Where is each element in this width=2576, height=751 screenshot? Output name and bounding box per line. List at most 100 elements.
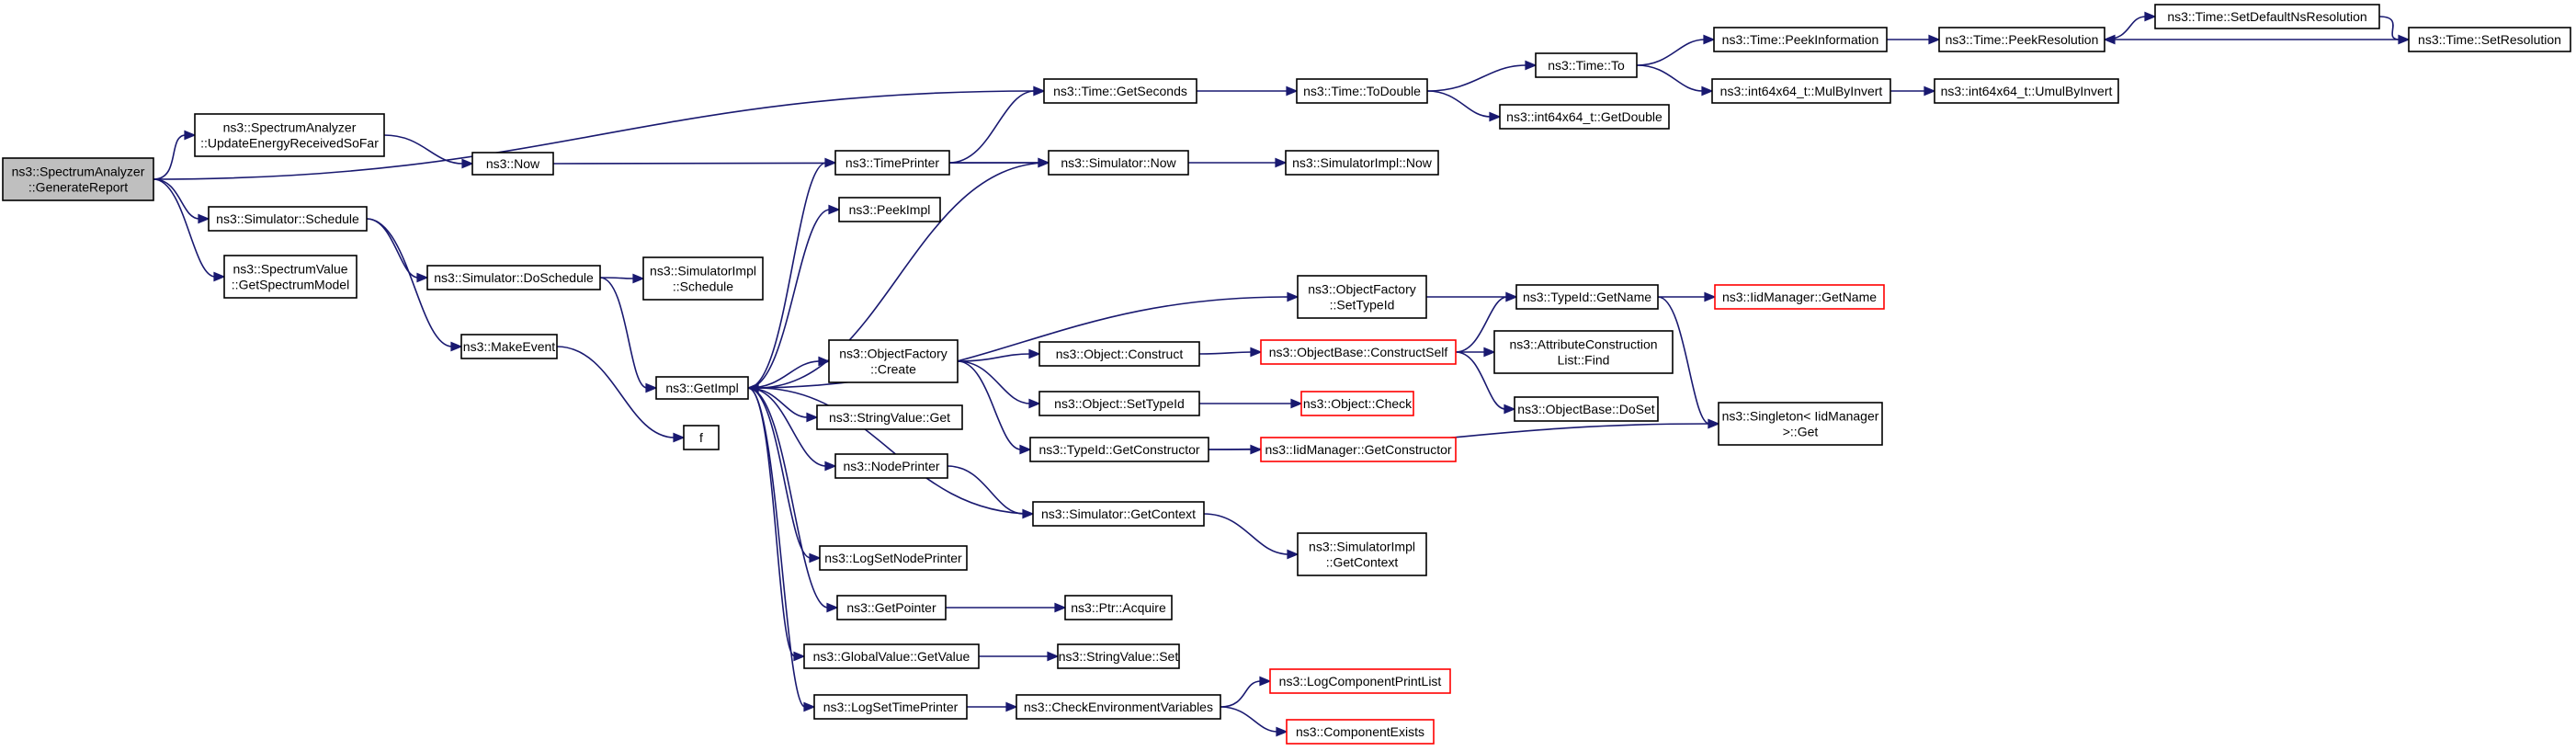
node-box [683, 425, 720, 450]
node-do-schedule[interactable]: ns3::Simulator::DoSchedule [426, 265, 601, 290]
edge-obj-factory-create-to-type-id-get-constructor [957, 360, 1032, 455]
node-box [813, 694, 968, 720]
edge-root-to-get-spectrum-model [153, 178, 226, 282]
node-label: ns3::TimePrinter [845, 155, 940, 170]
node-label: ns3::GetPointer [846, 600, 936, 615]
node-object-base-construct-self[interactable]: ns3::ObjectBase::ConstructSelf [1260, 339, 1457, 365]
node-peek-impl[interactable]: ns3::PeekImpl [838, 197, 941, 222]
node-schedule[interactable]: ns3::Simulator::Schedule [208, 206, 368, 232]
node-update-energy[interactable]: ns3::SpectrumAnalyzer::UpdateEnergyRecei… [194, 113, 385, 157]
node-label: ns3::SpectrumValue [233, 262, 347, 277]
node-label: ns3::Simulator::DoSchedule [434, 270, 594, 285]
node-label: ns3::GlobalValue::GetValue [813, 649, 970, 664]
node-global-value-get-value[interactable]: ns3::GlobalValue::GetValue [803, 643, 980, 669]
node-box [1718, 402, 1883, 446]
node-root[interactable]: ns3::SpectrumAnalyzer::GenerateReport [2, 157, 154, 201]
node-sim-impl-schedule[interactable]: ns3::SimulatorImpl::Schedule [642, 256, 764, 301]
node-object-construct[interactable]: ns3::Object::Construct [1038, 341, 1200, 367]
node-label: ns3::Time::GetSeconds [1053, 84, 1187, 98]
node-string-value-set[interactable]: ns3::StringValue::Set [1057, 643, 1180, 669]
node-get-pointer[interactable]: ns3::GetPointer [836, 595, 947, 620]
node-log-set-node-printer[interactable]: ns3::LogSetNodePrinter [819, 545, 968, 571]
node-label: ns3::Time::PeekResolution [1946, 32, 2099, 47]
node-box [1038, 341, 1200, 367]
node-make-event[interactable]: ns3::MakeEvent [460, 334, 558, 359]
edge-type-id-get-name-to-singleton-get [1657, 296, 1720, 429]
node-component-exists[interactable]: ns3::ComponentExists [1286, 719, 1435, 745]
node-iid-manager-get-constructor[interactable]: ns3::IidManager::GetConstructor [1260, 437, 1457, 462]
node-box [838, 197, 941, 222]
node-box [1535, 52, 1638, 78]
node-box [828, 339, 959, 383]
node-label: ns3::IidManager::GetName [1722, 290, 1877, 304]
node-int64-umul-by-invert[interactable]: ns3::int64x64_t::UmulByInvert [1934, 78, 2119, 104]
node-box [194, 113, 385, 157]
node-label: ns3::LogSetTimePrinter [823, 700, 959, 714]
edge-time-to-double-to-time-to [1426, 60, 1538, 92]
node-label: ns3::Simulator::Schedule [216, 211, 359, 226]
node-box [2, 157, 154, 201]
node-box [1713, 27, 1888, 52]
node-string-value-get[interactable]: ns3::StringValue::Get [816, 404, 963, 430]
node-label: ::GenerateReport [28, 180, 128, 195]
call-edges [153, 11, 2411, 737]
node-object-base-do-set[interactable]: ns3::ObjectBase::DoSet [1514, 396, 1659, 422]
node-label: ns3::GetImpl [665, 381, 738, 395]
node-type-id-get-constructor[interactable]: ns3::TypeId::GetConstructor [1029, 437, 1209, 462]
node-log-set-time-printer[interactable]: ns3::LogSetTimePrinter [813, 694, 968, 720]
node-get-spectrum-model[interactable]: ns3::SpectrumValue::GetSpectrumModel [223, 255, 357, 299]
node-box [1269, 668, 1451, 694]
node-box [471, 152, 554, 176]
node-obj-factory-create[interactable]: ns3::ObjectFactory::Create [828, 339, 959, 383]
node-iid-manager-get-name[interactable]: ns3::IidManager::GetName [1714, 284, 1885, 310]
node-int64-mul-by-invert[interactable]: ns3::int64x64_t::MulByInvert [1711, 78, 1891, 104]
node-time-printer[interactable]: ns3::TimePrinter [834, 150, 950, 176]
node-int64-get-double[interactable]: ns3::int64x64_t::GetDouble [1499, 104, 1670, 130]
node-label: ns3::Time::SetResolution [2418, 32, 2561, 47]
node-check-env-vars[interactable]: ns3::CheckEnvironmentVariables [1016, 694, 1221, 720]
node-label: ns3::CheckEnvironmentVariables [1024, 700, 1213, 714]
node-node-printer[interactable]: ns3::NodePrinter [834, 453, 948, 479]
node-object-check[interactable]: ns3::Object::Check [1300, 391, 1414, 416]
edge-simulator-now-to-sim-impl-now [1187, 157, 1288, 168]
edge-object-construct-to-object-base-construct-self [1198, 347, 1263, 358]
node-box [1048, 150, 1189, 176]
node-box [655, 376, 749, 400]
node-label: ns3::int64x64_t::MulByInvert [1720, 84, 1883, 98]
node-object-set-type-id[interactable]: ns3::Object::SetTypeId [1038, 391, 1200, 416]
node-ptr-acquire[interactable]: ns3::Ptr::Acquire [1064, 595, 1173, 620]
node-log-component-print-list[interactable]: ns3::LogComponentPrintList [1269, 668, 1451, 694]
edge-time-set-resolution-to-time-peek-resolution [2103, 34, 2409, 45]
node-box [1493, 330, 1674, 374]
node-time-get-seconds[interactable]: ns3::Time::GetSeconds [1043, 78, 1197, 104]
node-obj-factory-set-type-id[interactable]: ns3::ObjectFactory::SetTypeId [1297, 275, 1427, 319]
edge-get-pointer-to-ptr-acquire [946, 602, 1067, 613]
edge-time-peek-resolution-to-time-set-default-ns-resolution [2104, 11, 2157, 40]
node-singleton-get[interactable]: ns3::Singleton< IidManager >::Get [1718, 402, 1883, 446]
node-time-to-double[interactable]: ns3::Time::ToDouble [1296, 78, 1428, 104]
node-label: ns3::SimulatorImpl::Now [1292, 155, 1433, 170]
node-get-impl[interactable]: ns3::GetImpl [655, 376, 749, 400]
node-time-set-resolution[interactable]: ns3::Time::SetResolution [2408, 27, 2571, 52]
node-type-id-get-name[interactable]: ns3::TypeId::GetName [1515, 284, 1659, 310]
edge-schedule-to-make-event [366, 218, 463, 352]
node-time-peek-information[interactable]: ns3::Time::PeekInformation [1713, 27, 1888, 52]
function-nodes: ns3::SpectrumAnalyzer::GenerateReportns3… [2, 4, 2571, 745]
node-label: ns3::Time::ToDouble [1303, 84, 1421, 98]
node-label: ns3::Time::To [1548, 58, 1625, 73]
node-label: ns3::TypeId::GetConstructor [1038, 442, 1199, 457]
node-sim-impl-get-context[interactable]: ns3::SimulatorImpl::GetContext [1297, 532, 1427, 576]
node-sim-impl-now[interactable]: ns3::SimulatorImpl::Now [1285, 150, 1439, 176]
node-f[interactable]: f [683, 425, 720, 450]
node-box [1297, 275, 1427, 319]
node-now[interactable]: ns3::Now [471, 152, 554, 176]
node-time-peek-resolution[interactable]: ns3::Time::PeekResolution [1938, 27, 2105, 52]
node-simulator-get-context[interactable]: ns3::Simulator::GetContext [1032, 501, 1205, 527]
node-time-to[interactable]: ns3::Time::To [1535, 52, 1638, 78]
node-label: >::Get [1783, 425, 1819, 439]
node-label: ns3::ObjectFactory [1308, 282, 1416, 297]
edge-root-to-schedule [153, 178, 210, 224]
node-time-set-default-ns-resolution[interactable]: ns3::Time::SetDefaultNsResolution [2154, 4, 2380, 29]
node-simulator-now[interactable]: ns3::Simulator::Now [1048, 150, 1189, 176]
